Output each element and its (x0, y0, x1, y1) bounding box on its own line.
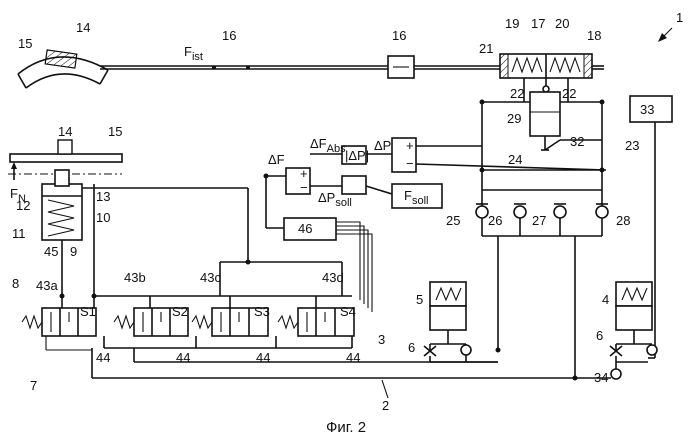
label-18: 18 (587, 28, 601, 43)
figure-caption: Фиг. 2 (326, 419, 366, 436)
label-12: 12 (16, 198, 30, 213)
label-9: 9 (70, 244, 77, 259)
label-44-c: 44 (256, 350, 270, 365)
label-43d: 43d (322, 270, 344, 285)
label-22-left: 22 (510, 86, 524, 101)
label-29: 29 (507, 111, 521, 126)
label-delta-f-abs: ΔFAbs (310, 136, 346, 155)
label-11: 11 (12, 226, 26, 241)
hydraulic-network-right (480, 100, 605, 379)
sensor-unit-16 (388, 56, 414, 78)
sign-plus-1: + (300, 166, 308, 181)
label-6-right: 6 (596, 328, 603, 343)
label-16-cable: 16 (222, 28, 236, 43)
label-14-left: 14 (58, 124, 72, 139)
label-16-box: 16 (392, 28, 406, 43)
force-sensor-cable (100, 66, 500, 70)
label-7: 7 (30, 378, 37, 393)
label-1: 1 (676, 10, 683, 25)
label-19: 19 (505, 16, 519, 31)
label-14-top: 14 (76, 20, 90, 35)
label-s4: S4 (340, 304, 356, 319)
label-43b: 43b (124, 270, 146, 285)
check-valve-28 (596, 204, 608, 218)
label-24: 24 (508, 152, 522, 167)
label-28: 28 (616, 213, 630, 228)
label-34: 34 (594, 370, 608, 385)
label-27: 27 (532, 213, 546, 228)
label-43a: 43a (36, 278, 58, 293)
label-3: 3 (378, 332, 385, 347)
label-8: 8 (12, 276, 19, 291)
label-5: 5 (416, 292, 423, 307)
label-f-ist: Fist (184, 44, 203, 63)
label-15-top: 15 (18, 36, 32, 51)
label-15-left: 15 (108, 124, 122, 139)
label-17: 17 (531, 16, 545, 31)
label-45: 45 (44, 244, 58, 259)
label-44-a: 44 (96, 350, 110, 365)
label-delta-f: ΔF (268, 152, 285, 167)
label-s3: S3 (254, 304, 270, 319)
label-13: 13 (96, 189, 110, 204)
label-abs-delta-p: |ΔP| (345, 148, 369, 163)
label-20: 20 (555, 16, 569, 31)
check-valve-26 (514, 204, 526, 218)
label-4: 4 (602, 292, 609, 307)
label-delta-p: ΔP (374, 138, 391, 153)
check-valve-25 (476, 204, 488, 218)
label-44-b: 44 (176, 350, 190, 365)
label-s2: S2 (172, 304, 188, 319)
label-43c: 43c (200, 270, 221, 285)
sign-plus-2: + (406, 138, 414, 153)
label-6-left: 6 (408, 340, 415, 355)
label-21: 21 (479, 41, 493, 56)
valve-unit-5 (424, 282, 501, 362)
label-2: 2 (382, 398, 389, 413)
label-23: 23 (625, 138, 639, 153)
sign-minus-2: − (406, 156, 414, 171)
label-25: 25 (446, 213, 460, 228)
label-44-d: 44 (346, 350, 360, 365)
label-10: 10 (96, 210, 110, 225)
check-valve-27 (554, 204, 566, 218)
label-33: 33 (640, 102, 654, 117)
label-46: 46 (298, 221, 312, 236)
label-26: 26 (488, 213, 502, 228)
brake-disc-top (18, 50, 108, 88)
label-s1: S1 (80, 304, 96, 319)
label-32: 32 (570, 134, 584, 149)
sign-minus-1: − (300, 180, 308, 195)
valve-unit-4 (610, 282, 657, 362)
label-22-right: 22 (562, 86, 576, 101)
